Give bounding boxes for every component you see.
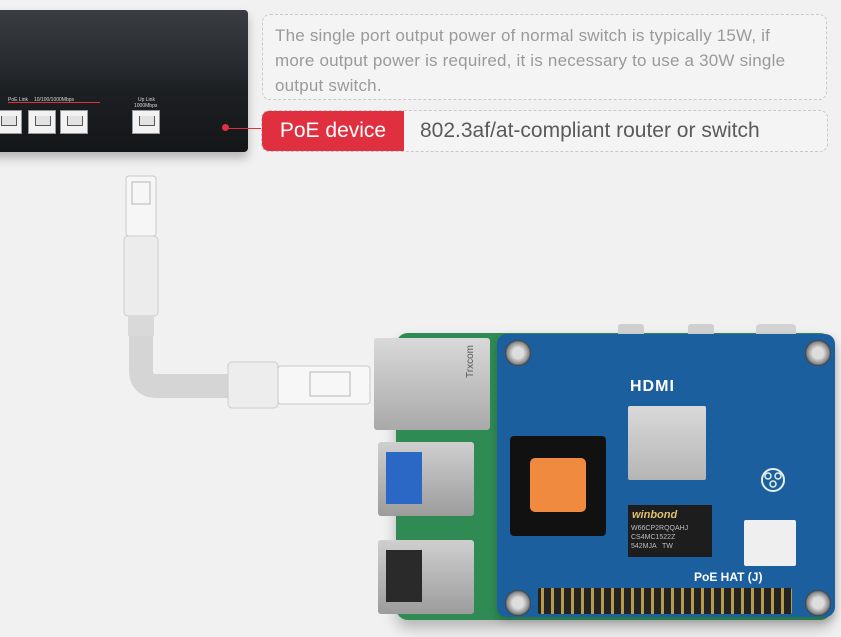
ethernet-jack: Trxcom	[374, 338, 490, 430]
transformer	[510, 436, 606, 536]
memory-chip: winbond W66CP2RQQAHJ CS4MC1522Z 542MJA T…	[628, 505, 712, 557]
cable-strain-ring	[128, 316, 154, 336]
mount-hole-bottom-left	[505, 590, 531, 616]
switch-port-group-line	[8, 102, 100, 103]
switch-uplink-label: Up Link	[138, 97, 155, 103]
transformer-core	[530, 458, 586, 512]
wifi-module	[744, 520, 796, 566]
switch-poe-link-label: PoE Link	[8, 97, 29, 103]
cable-boot-side	[227, 361, 279, 409]
mount-hole-top-right	[805, 340, 831, 366]
switch-uplink-speed-label: 1000Mbps	[134, 103, 158, 109]
switch-port-3	[60, 110, 88, 134]
poe-device-row: PoE device 802.3af/at-compliant router o…	[261, 110, 828, 152]
usb3-port	[378, 442, 474, 516]
poe-hat-label: PoE HAT (J)	[694, 570, 763, 584]
switch-power-led	[222, 124, 229, 131]
memory-chip-brand: winbond	[632, 509, 678, 521]
gpio-header	[538, 588, 792, 614]
switch-port-1	[0, 110, 22, 134]
cable-bend	[129, 336, 230, 398]
switch-speed-label: 10/100/1000Mbps	[34, 97, 75, 103]
usb2-port	[378, 540, 474, 614]
cable-plug-contacts	[131, 181, 151, 205]
usb2-port-insert	[386, 550, 422, 602]
raspberry-logo-body	[761, 468, 785, 492]
memory-chip-code: W66CP2RQQAHJ CS4MC1522Z 542MJA TW	[631, 525, 689, 550]
switch-port-2	[28, 110, 56, 134]
hdmi-silkscreen: HDMI	[630, 378, 675, 395]
poe-device-tag: PoE device	[262, 111, 404, 151]
note-box: The single port output power of normal s…	[262, 14, 827, 100]
switch-top-panel	[0, 10, 248, 80]
mount-hole-bottom-right	[805, 590, 831, 616]
mount-hole-top-left	[505, 340, 531, 366]
raspberry-logo-seed-2	[774, 472, 782, 480]
ethernet-jack-brand: Trxcom	[464, 345, 476, 378]
poe-device-description: 802.3af/at-compliant router or switch	[420, 119, 760, 142]
cable-plug-side	[277, 365, 371, 405]
soc-shield	[628, 406, 706, 480]
switch-uplink-port	[132, 110, 160, 134]
cable-plug-top	[125, 175, 157, 237]
raspberry-logo-seed-1	[764, 472, 772, 480]
raspberry-logo-seed-3	[769, 480, 777, 488]
usb3-port-insert	[386, 452, 422, 504]
raspberry-logo-icon	[761, 468, 785, 492]
cable-boot-top	[123, 235, 159, 317]
note-text: The single port output power of normal s…	[275, 26, 786, 95]
ethernet-cable	[123, 175, 371, 409]
cable-plug-side-contacts	[309, 371, 351, 397]
callout-connector-line	[229, 128, 261, 129]
